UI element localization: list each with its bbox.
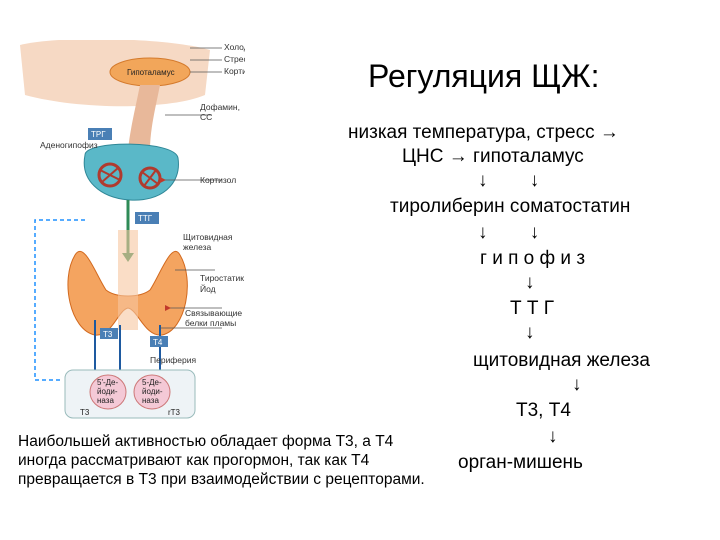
t3-badge	[100, 328, 118, 339]
ttg-badge	[135, 212, 159, 224]
dopamine-label: Дофамин,	[200, 102, 240, 112]
cortisol-top-label: Кортизол	[224, 66, 245, 76]
deiod-right-2: йоди-	[142, 387, 163, 396]
feedback-dashed-line	[34, 219, 85, 381]
t3-label: Т3	[103, 330, 113, 339]
figure-pointers	[160, 47, 222, 329]
note-text: Наибольшей активностью обладает форма Т3…	[18, 433, 425, 488]
t4-label: Т4	[153, 338, 163, 347]
trachea	[118, 230, 138, 330]
deiod-left-3: наза	[97, 396, 114, 405]
flow-line-7: Т3, Т4	[516, 400, 571, 421]
ss-label: СС	[200, 112, 212, 122]
t4-badge	[150, 336, 168, 347]
flow-line-3: тиролиберин соматостатин	[390, 196, 631, 217]
cortisol-arrow-head	[160, 177, 166, 183]
portal-vessel-coil	[99, 167, 159, 187]
flow-arrows-a: ↓ ↓	[478, 170, 540, 191]
cortisol-mid-label: Кортизол	[200, 175, 236, 185]
deiod-left-1: 5'-Де-	[97, 378, 119, 387]
binding-label-1: Связывающие	[185, 308, 242, 318]
flow-line-2: ЦНС → гипоталамус	[402, 146, 584, 167]
flow-arrow-d: ↓	[525, 322, 535, 343]
thyroid-label-2: железа	[183, 242, 212, 252]
flow-line-8: орган-мишень	[458, 452, 583, 473]
flow-line-5: Т Т Г	[510, 298, 555, 319]
slide-title: Регуляция ЩЖ:	[368, 58, 600, 94]
trg-label: ТРГ	[91, 130, 106, 139]
iodine-label: Йод	[200, 283, 216, 294]
periphery-label: Периферия	[150, 355, 197, 365]
flow-arrow-c: ↓	[525, 272, 535, 293]
binding-label-2: белки пламы	[185, 318, 236, 328]
flow-arrow-f: ↓	[548, 426, 558, 447]
hypothalamus-label: Гипоталамус	[127, 68, 175, 77]
flow-arrow-e: ↓	[572, 374, 582, 395]
thyrostatics-label: Тиростатик	[200, 273, 244, 283]
deiod-left-2: йоди-	[97, 387, 118, 396]
out-rt3-label: rT3	[168, 408, 181, 417]
adenohypophysis-label: Аденогипофиз	[40, 140, 98, 150]
deiod-right-1: 5-Де-	[142, 378, 162, 387]
flow-line-1: низкая температура, стресс →	[348, 122, 619, 143]
thyroid-regulation-figure: Гипоталамус ТРГ ТТГ Т3 Т4 5'-Де- йоди- н…	[20, 40, 245, 419]
portal-vessel-left	[97, 162, 123, 188]
cold-label: Холод	[224, 42, 245, 52]
flow-line-4: г и п о ф и з	[480, 248, 586, 269]
flow-arrows-b: ↓ ↓	[478, 222, 540, 243]
thyrostatic-arrow-head	[165, 305, 171, 311]
out-t3-label: T3	[80, 408, 90, 417]
pituitary-stalk	[128, 85, 160, 150]
stress-label: Стресс	[224, 54, 245, 64]
trg-badge	[88, 128, 112, 140]
deiodinase-left	[89, 374, 127, 410]
thyroid-label-1: Щитовидная	[183, 232, 233, 242]
ttg-label: ТТГ	[138, 214, 153, 223]
deiod-right-3: наза	[142, 396, 159, 405]
deiodinase-right	[133, 374, 171, 410]
flow-line-6: щитовидная железа	[473, 350, 650, 371]
